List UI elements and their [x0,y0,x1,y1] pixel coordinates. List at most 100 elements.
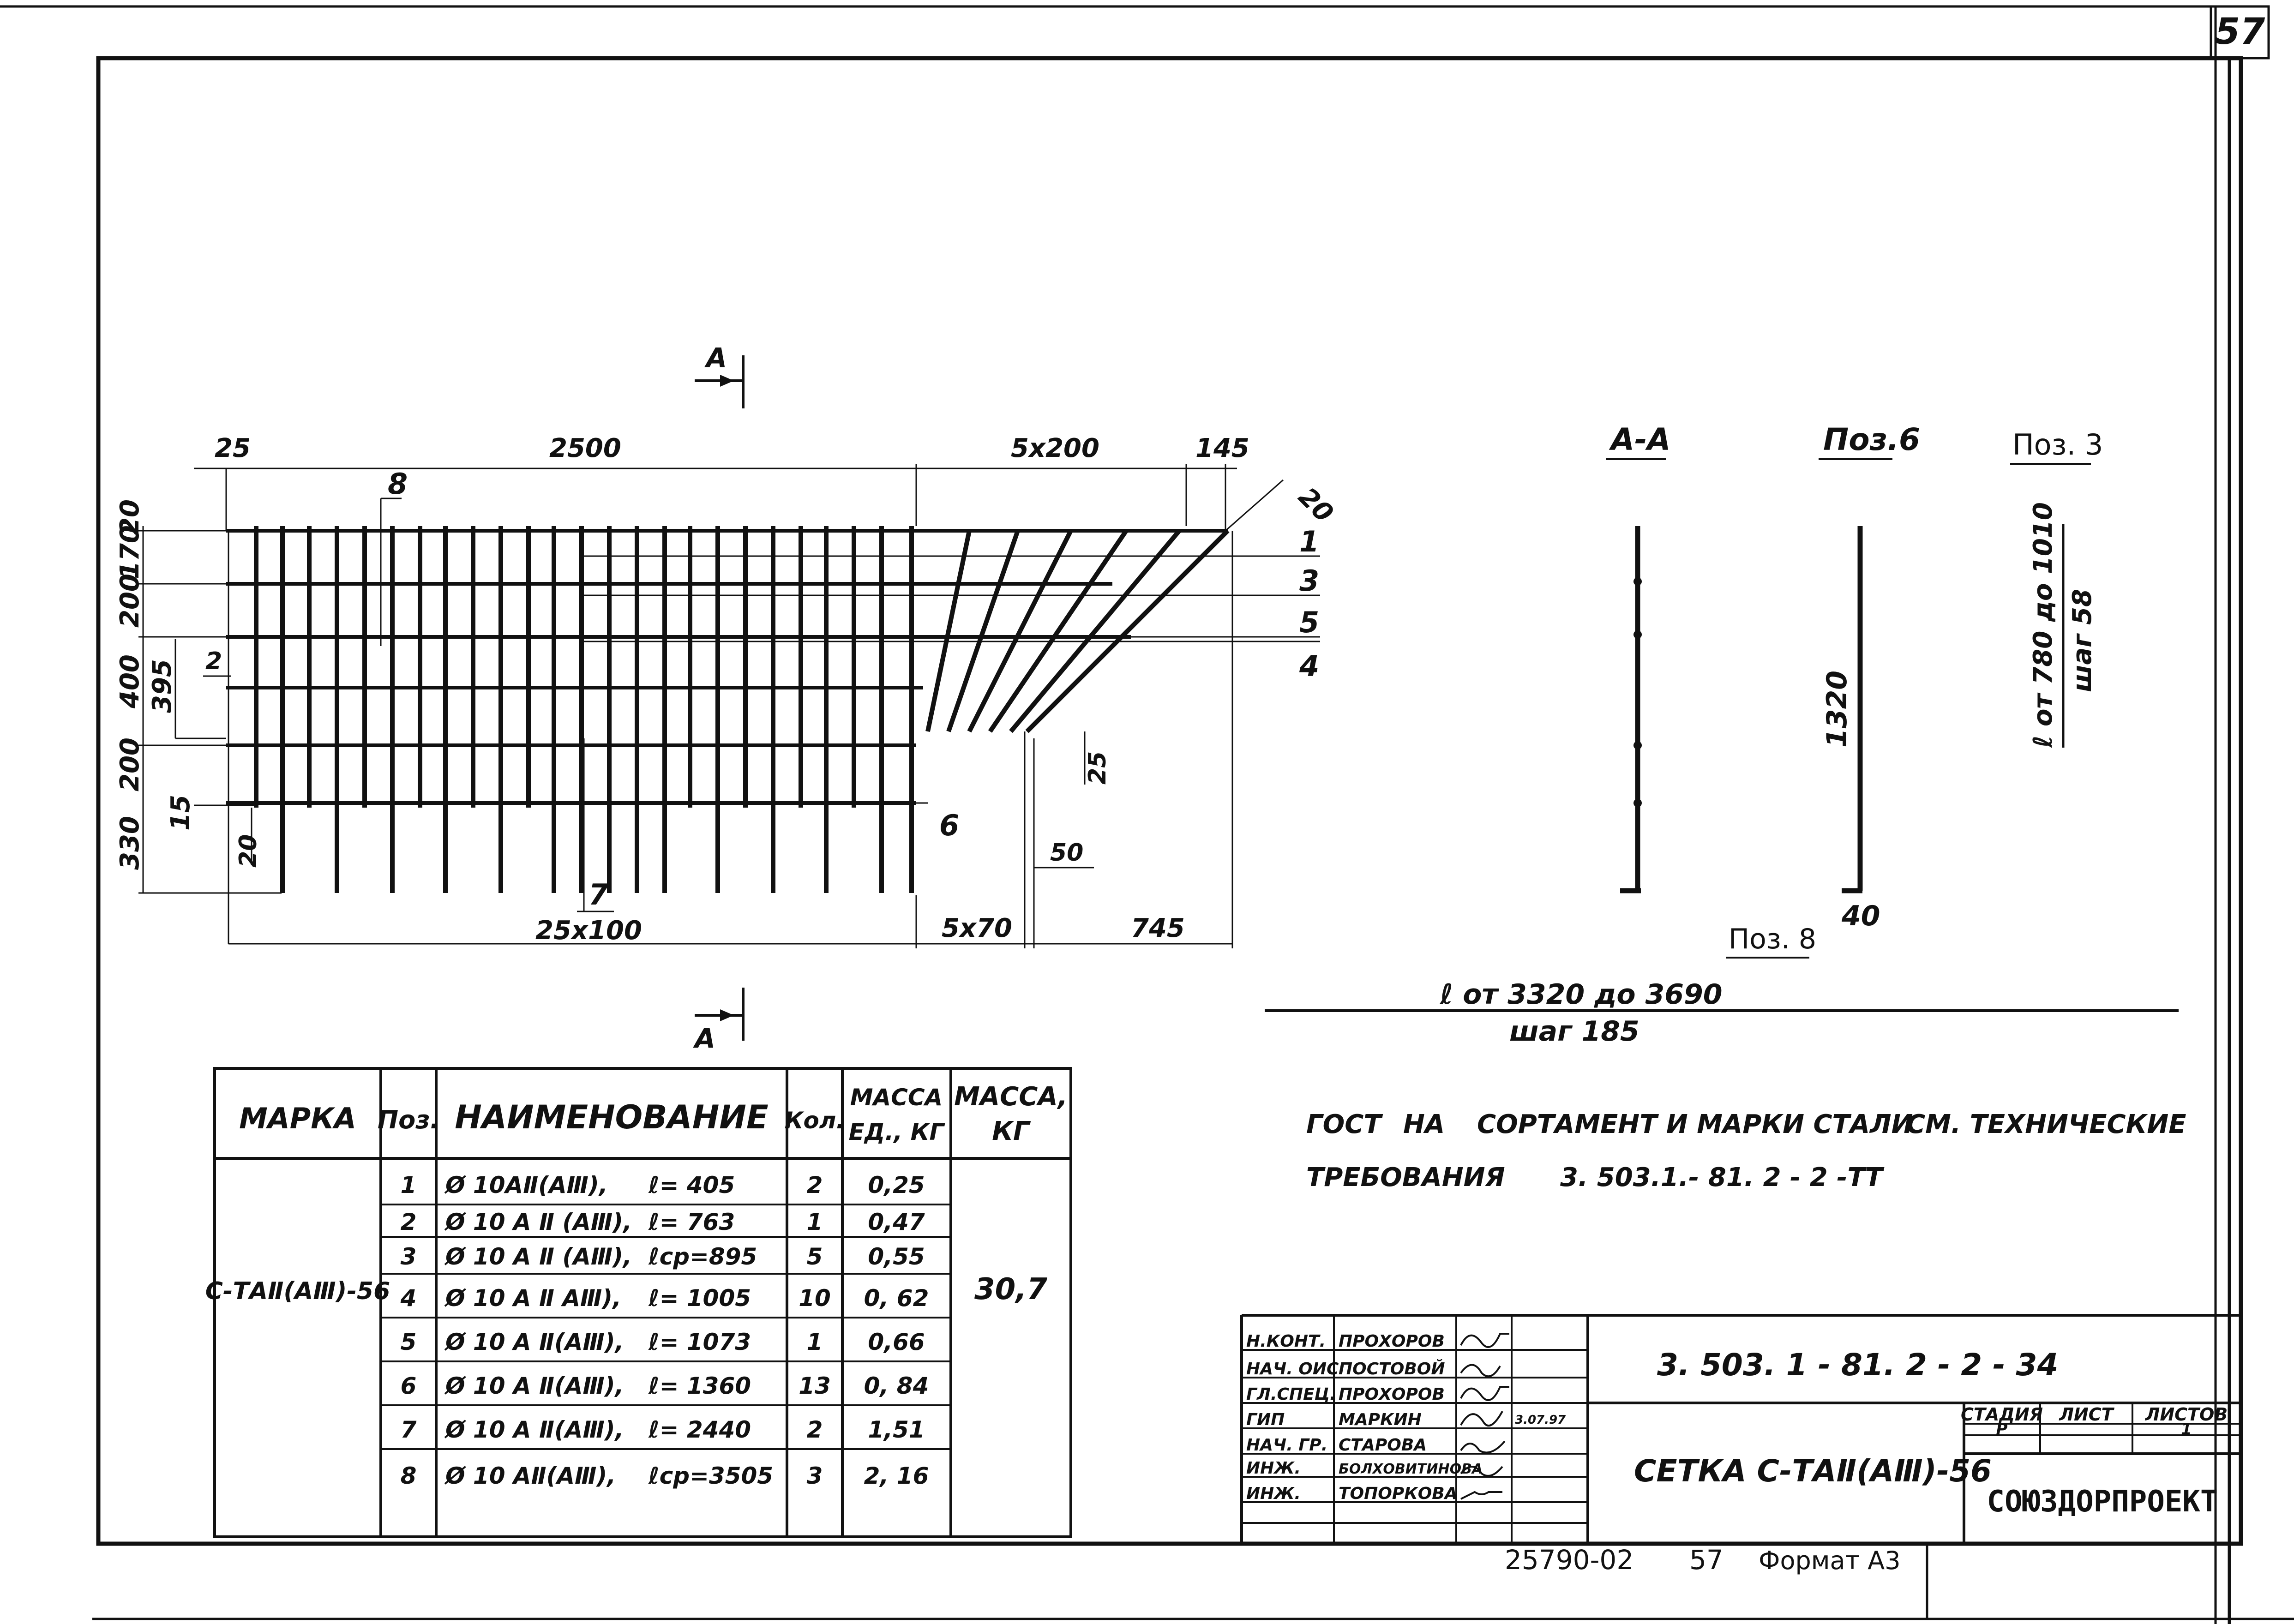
section-mark-bottom: А [693,988,745,1054]
bar-detail-pos3: Поз. 3 ℓ от 780 до 1010 шаг 58 [2010,428,2103,748]
svg-text:50: 50 [1050,839,1083,867]
svg-text:6: 6 [401,1372,417,1399]
svg-text:20: 20 [115,499,145,535]
longitudinal-bars [226,529,1228,805]
spec-table-header: МАРКА Поз. НАИМЕНОВАНИЕ Кол. МАССА ЕД., … [239,1082,1068,1146]
svg-text:20: 20 [234,834,262,868]
svg-text:13: 13 [799,1372,831,1399]
svg-text:4: 4 [1299,649,1319,683]
svg-text:1: 1 [401,1172,417,1199]
svg-text:10: 10 [799,1285,831,1312]
table-row: 5 Ø 10 А Ⅱ(АⅢ), ℓ= 1073 1 0,66 [401,1329,925,1355]
svg-text:1: 1 [1299,525,1319,558]
svg-text:ℓ от 780 до 1010: ℓ от 780 до 1010 [2028,502,2058,748]
svg-text:395: 395 [147,659,177,713]
svg-text:8: 8 [401,1462,417,1489]
top-dimensions: 25 2500 5x200 145 20 [215,433,1339,528]
inclined-bars [925,529,1230,733]
svg-text:2500: 2500 [549,433,621,463]
svg-text:145: 145 [1195,433,1249,463]
svg-text:МАССА: МАССА [850,1084,943,1111]
svg-text:6: 6 [939,809,959,842]
svg-text:25: 25 [215,433,251,463]
svg-text:ГОСТ: ГОСТ [1306,1109,1383,1139]
section-mark-top: А [695,342,745,408]
signature-marks [1460,1333,1509,1500]
svg-text:200: 200 [115,574,145,628]
svg-text:4: 4 [400,1285,417,1312]
svg-text:Поз. 3: Поз. 3 [2012,428,2103,461]
svg-text:Ø 10 А Ⅱ(АⅢ),: Ø 10 А Ⅱ(АⅢ), [444,1372,624,1399]
svg-text:Ø 10 А Ⅱ (АⅢ),: Ø 10 А Ⅱ (АⅢ), [444,1243,632,1270]
svg-text:ПРОХОРОВ: ПРОХОРОВ [1339,1385,1445,1404]
svg-text:ℓ= 1360: ℓ= 1360 [648,1372,751,1399]
table-row: 2 Ø 10 А Ⅱ (АⅢ), ℓ= 763 1 0,47 [401,1209,925,1235]
svg-text:0,66: 0,66 [868,1329,925,1355]
svg-text:2: 2 [807,1416,823,1443]
title-block-staff: Н.КОНТ. ПРОХОРОВ НАЧ. ОИС ПОСТОВОЙ ГЛ.СП… [1246,1332,1483,1503]
svg-text:ℓср=895: ℓср=895 [648,1243,757,1270]
svg-text:Ø 10 АⅡ(АⅢ),: Ø 10 АⅡ(АⅢ), [444,1462,616,1489]
svg-text:ℓ= 1005: ℓ= 1005 [648,1285,751,1312]
svg-text:7: 7 [589,878,609,911]
svg-text:20: 20 [1292,482,1339,528]
doc-title: СЕТКА С-ТАⅡ(АⅢ)-56 [1634,1453,1992,1489]
svg-text:СТАДИЯ: СТАДИЯ [1961,1404,2043,1425]
svg-text:ПРОХОРОВ: ПРОХОРОВ [1339,1332,1445,1351]
svg-text:ПОСТОВОЙ: ПОСТОВОЙ [1339,1359,1445,1378]
svg-text:СТАРОВА: СТАРОВА [1339,1436,1427,1455]
dimension-lines [138,464,1237,948]
title-block-date: 3.07.97 [1515,1413,1566,1427]
svg-text:ℓ= 405: ℓ= 405 [648,1172,735,1199]
svg-text:2: 2 [401,1209,417,1235]
bar-detail-pos6: Поз.6 1320 40 Поз. 8 [1726,422,1920,959]
svg-text:НАЧ. ОИС: НАЧ. ОИС [1246,1360,1339,1378]
svg-text:5x70: 5x70 [942,913,1012,943]
spec-table-rows: 1 Ø 10АⅡ(АⅢ), ℓ= 405 2 0,25 2 Ø 10 А Ⅱ (… [400,1172,929,1489]
svg-text:Ø 10 А Ⅱ(АⅢ),: Ø 10 А Ⅱ(АⅢ), [444,1329,624,1355]
svg-text:170: 170 [115,525,145,579]
svg-text:ТРЕБОВАНИЯ: ТРЕБОВАНИЯ [1306,1163,1505,1193]
svg-text:МАССА,: МАССА, [954,1082,1068,1112]
left-dimensions: 20 170 200 400 395 200 15 330 [115,499,196,870]
svg-text:200: 200 [115,737,145,791]
organization-name: СОЮЗДОРПРОЕКТ [1987,1485,2218,1519]
svg-text:40: 40 [1841,900,1880,932]
svg-text:3: 3 [401,1243,417,1270]
table-row: 3 Ø 10 А Ⅱ (АⅢ), ℓср=895 5 0,55 [401,1243,925,1270]
svg-text:2: 2 [205,647,222,675]
svg-text:НАИМЕНОВАНИЕ: НАИМЕНОВАНИЕ [455,1098,768,1136]
svg-text:1320: 1320 [1821,671,1853,748]
spec-table: МАРКА Поз. НАИМЕНОВАНИЕ Кол. МАССА ЕД., … [205,1067,1072,1538]
svg-text:15: 15 [166,795,196,831]
spec-table-total-mass: 30,7 [974,1272,1047,1306]
svg-text:НА: НА [1403,1109,1445,1139]
inner-dimensions: 2 20 25 50 [205,647,1111,868]
svg-text:745: 745 [1131,913,1185,943]
svg-text:400: 400 [115,654,145,709]
svg-text:25x100: 25x100 [535,916,642,946]
svg-text:0, 62: 0, 62 [864,1285,929,1312]
position-callouts: 8 1 3 5 4 6 7 [388,467,1319,911]
svg-text:ℓср=3505: ℓср=3505 [648,1462,773,1489]
svg-text:Поз.6: Поз.6 [1823,422,1920,457]
svg-text:25: 25 [1084,751,1111,785]
svg-text:КГ: КГ [992,1116,1031,1146]
svg-text:3: 3 [1299,564,1319,598]
svg-text:8: 8 [388,467,408,501]
svg-text:Ø 10 А Ⅱ(АⅢ),: Ø 10 А Ⅱ(АⅢ), [444,1416,624,1443]
doc-code: 3. 503. 1 - 81. 2 - 2 - 34 [1657,1347,2058,1383]
svg-text:А-А: А-А [1609,422,1671,457]
bar-detail-pos8: ℓ от 3320 до 3690 шаг 185 [1265,978,2179,1048]
svg-text:А: А [693,1023,715,1054]
svg-text:ЛИСТОВ: ЛИСТОВ [2145,1404,2228,1425]
svg-text:Кол.: Кол. [785,1107,845,1134]
svg-text:шаг 58: шаг 58 [2067,589,2097,692]
svg-text:330: 330 [115,816,145,870]
svg-text:ЛИСТ: ЛИСТ [2059,1404,2114,1425]
svg-text:5: 5 [1299,605,1319,639]
svg-text:СМ. ТЕХНИЧЕСКИЕ: СМ. ТЕХНИЧЕСКИЕ [1906,1109,2186,1139]
svg-text:ТОПОРКОВА: ТОПОРКОВА [1339,1484,1458,1503]
svg-text:СОРТАМЕНТ И МАРКИ СТАЛИ: СОРТАМЕНТ И МАРКИ СТАЛИ [1477,1109,1913,1139]
